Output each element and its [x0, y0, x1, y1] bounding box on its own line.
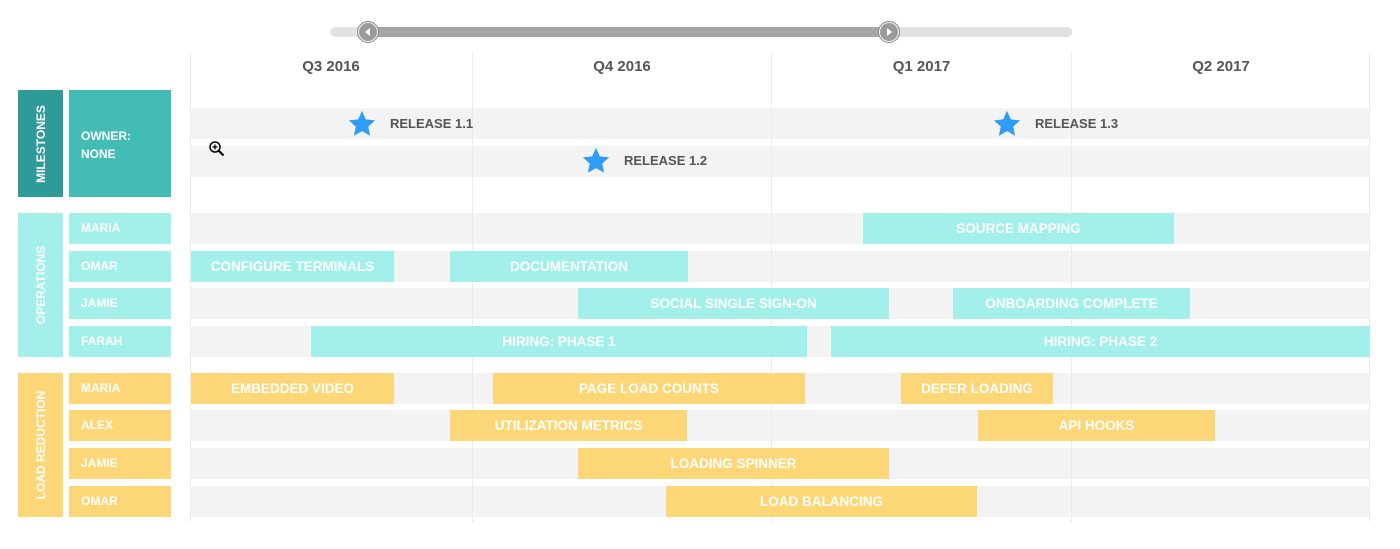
owner-farah: FARAH: [69, 326, 171, 357]
task-bar[interactable]: HIRING: PHASE 1: [311, 326, 807, 357]
task-bar[interactable]: DOCUMENTATION: [450, 251, 688, 282]
gridline: [190, 52, 191, 522]
milestone-row: [190, 108, 1370, 139]
task-bar[interactable]: SOURCE MAPPING: [863, 213, 1174, 244]
star-icon[interactable]: [992, 109, 1022, 139]
milestone-label[interactable]: RELEASE 1.1: [390, 116, 474, 131]
task-bar[interactable]: PAGE LOAD COUNTS: [493, 373, 805, 404]
group-label: LOAD REDUCTION: [33, 390, 48, 500]
owner-jamie: JAMIE: [69, 448, 171, 479]
star-icon[interactable]: [581, 146, 611, 176]
owner-omar: OMAR: [69, 251, 171, 282]
group-milestones: MILESTONES: [18, 90, 63, 197]
gridline: [1071, 52, 1072, 522]
milestone-row: [190, 146, 1370, 177]
group-load-reduction: LOAD REDUCTION: [18, 373, 63, 517]
gridline: [771, 52, 772, 522]
owner-none: OWNER: NONE: [69, 90, 171, 197]
quarter-header: Q3 2016: [302, 58, 360, 75]
task-bar[interactable]: LOADING SPINNER: [578, 448, 889, 479]
group-label: OPERATIONS: [33, 245, 48, 325]
quarter-header: Q1 2017: [892, 58, 951, 75]
task-bar[interactable]: DEFER LOADING: [901, 373, 1053, 404]
task-bar[interactable]: HIRING: PHASE 2: [831, 326, 1370, 357]
task-bar[interactable]: LOAD BALANCING: [666, 486, 977, 517]
group-operations: OPERATIONS: [18, 213, 63, 357]
timeline-range-selection[interactable]: [366, 27, 890, 37]
zoom-in-icon: [209, 141, 225, 157]
quarter-header: Q2 2017: [1192, 58, 1250, 75]
task-bar[interactable]: SOCIAL SINGLE SIGN-ON: [578, 288, 889, 319]
task-bar[interactable]: ONBOARDING COMPLETE: [953, 288, 1190, 319]
owner-alex: ALEX: [69, 410, 171, 441]
chevron-right-icon: [887, 28, 892, 36]
owner-jamie: JAMIE: [69, 288, 171, 319]
owner-omar: OMAR: [69, 486, 171, 517]
star-icon[interactable]: [347, 109, 377, 139]
owner-label: OWNER: NONE: [81, 129, 131, 161]
task-bar[interactable]: CONFIGURE TERMINALS: [191, 251, 394, 282]
gridline: [472, 52, 473, 522]
owner-maria: MARIA: [69, 213, 171, 244]
owner-maria: MARIA: [69, 373, 171, 404]
milestone-label[interactable]: RELEASE 1.2: [624, 153, 708, 168]
task-bar[interactable]: UTILIZATION METRICS: [450, 410, 687, 441]
quarter-header: Q4 2016: [593, 58, 651, 75]
task-bar[interactable]: EMBEDDED VIDEO: [191, 373, 394, 404]
gridline: [1369, 52, 1370, 522]
range-start-handle[interactable]: [357, 21, 379, 43]
chevron-left-icon: [365, 28, 370, 36]
task-bar[interactable]: API HOOKS: [978, 410, 1215, 441]
range-end-handle[interactable]: [878, 21, 900, 43]
milestone-label[interactable]: RELEASE 1.3: [1035, 116, 1119, 131]
timeline-row: [190, 213, 1370, 244]
group-label: MILESTONES: [33, 104, 48, 183]
